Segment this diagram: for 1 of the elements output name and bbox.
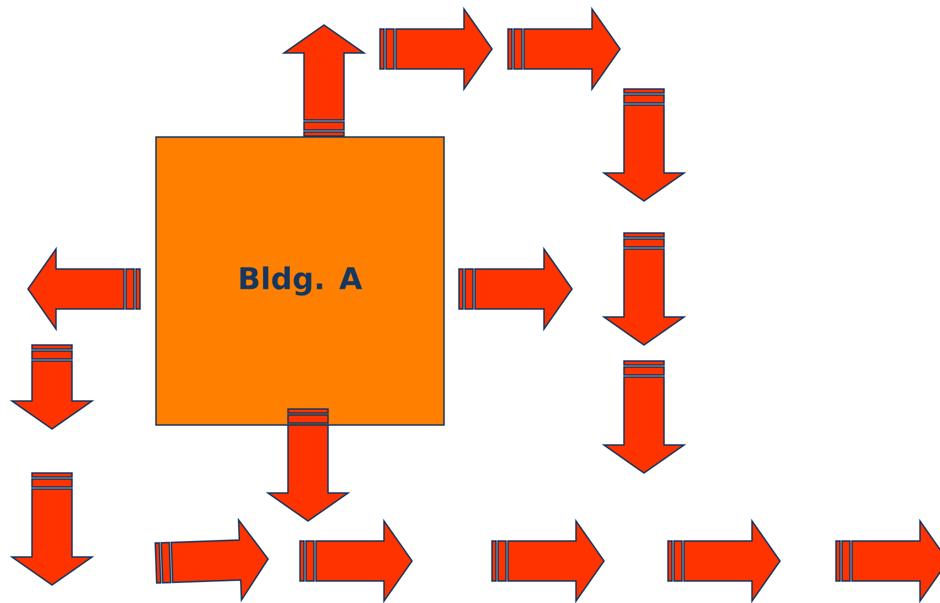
building-box: Bldg. A bbox=[155, 136, 445, 426]
